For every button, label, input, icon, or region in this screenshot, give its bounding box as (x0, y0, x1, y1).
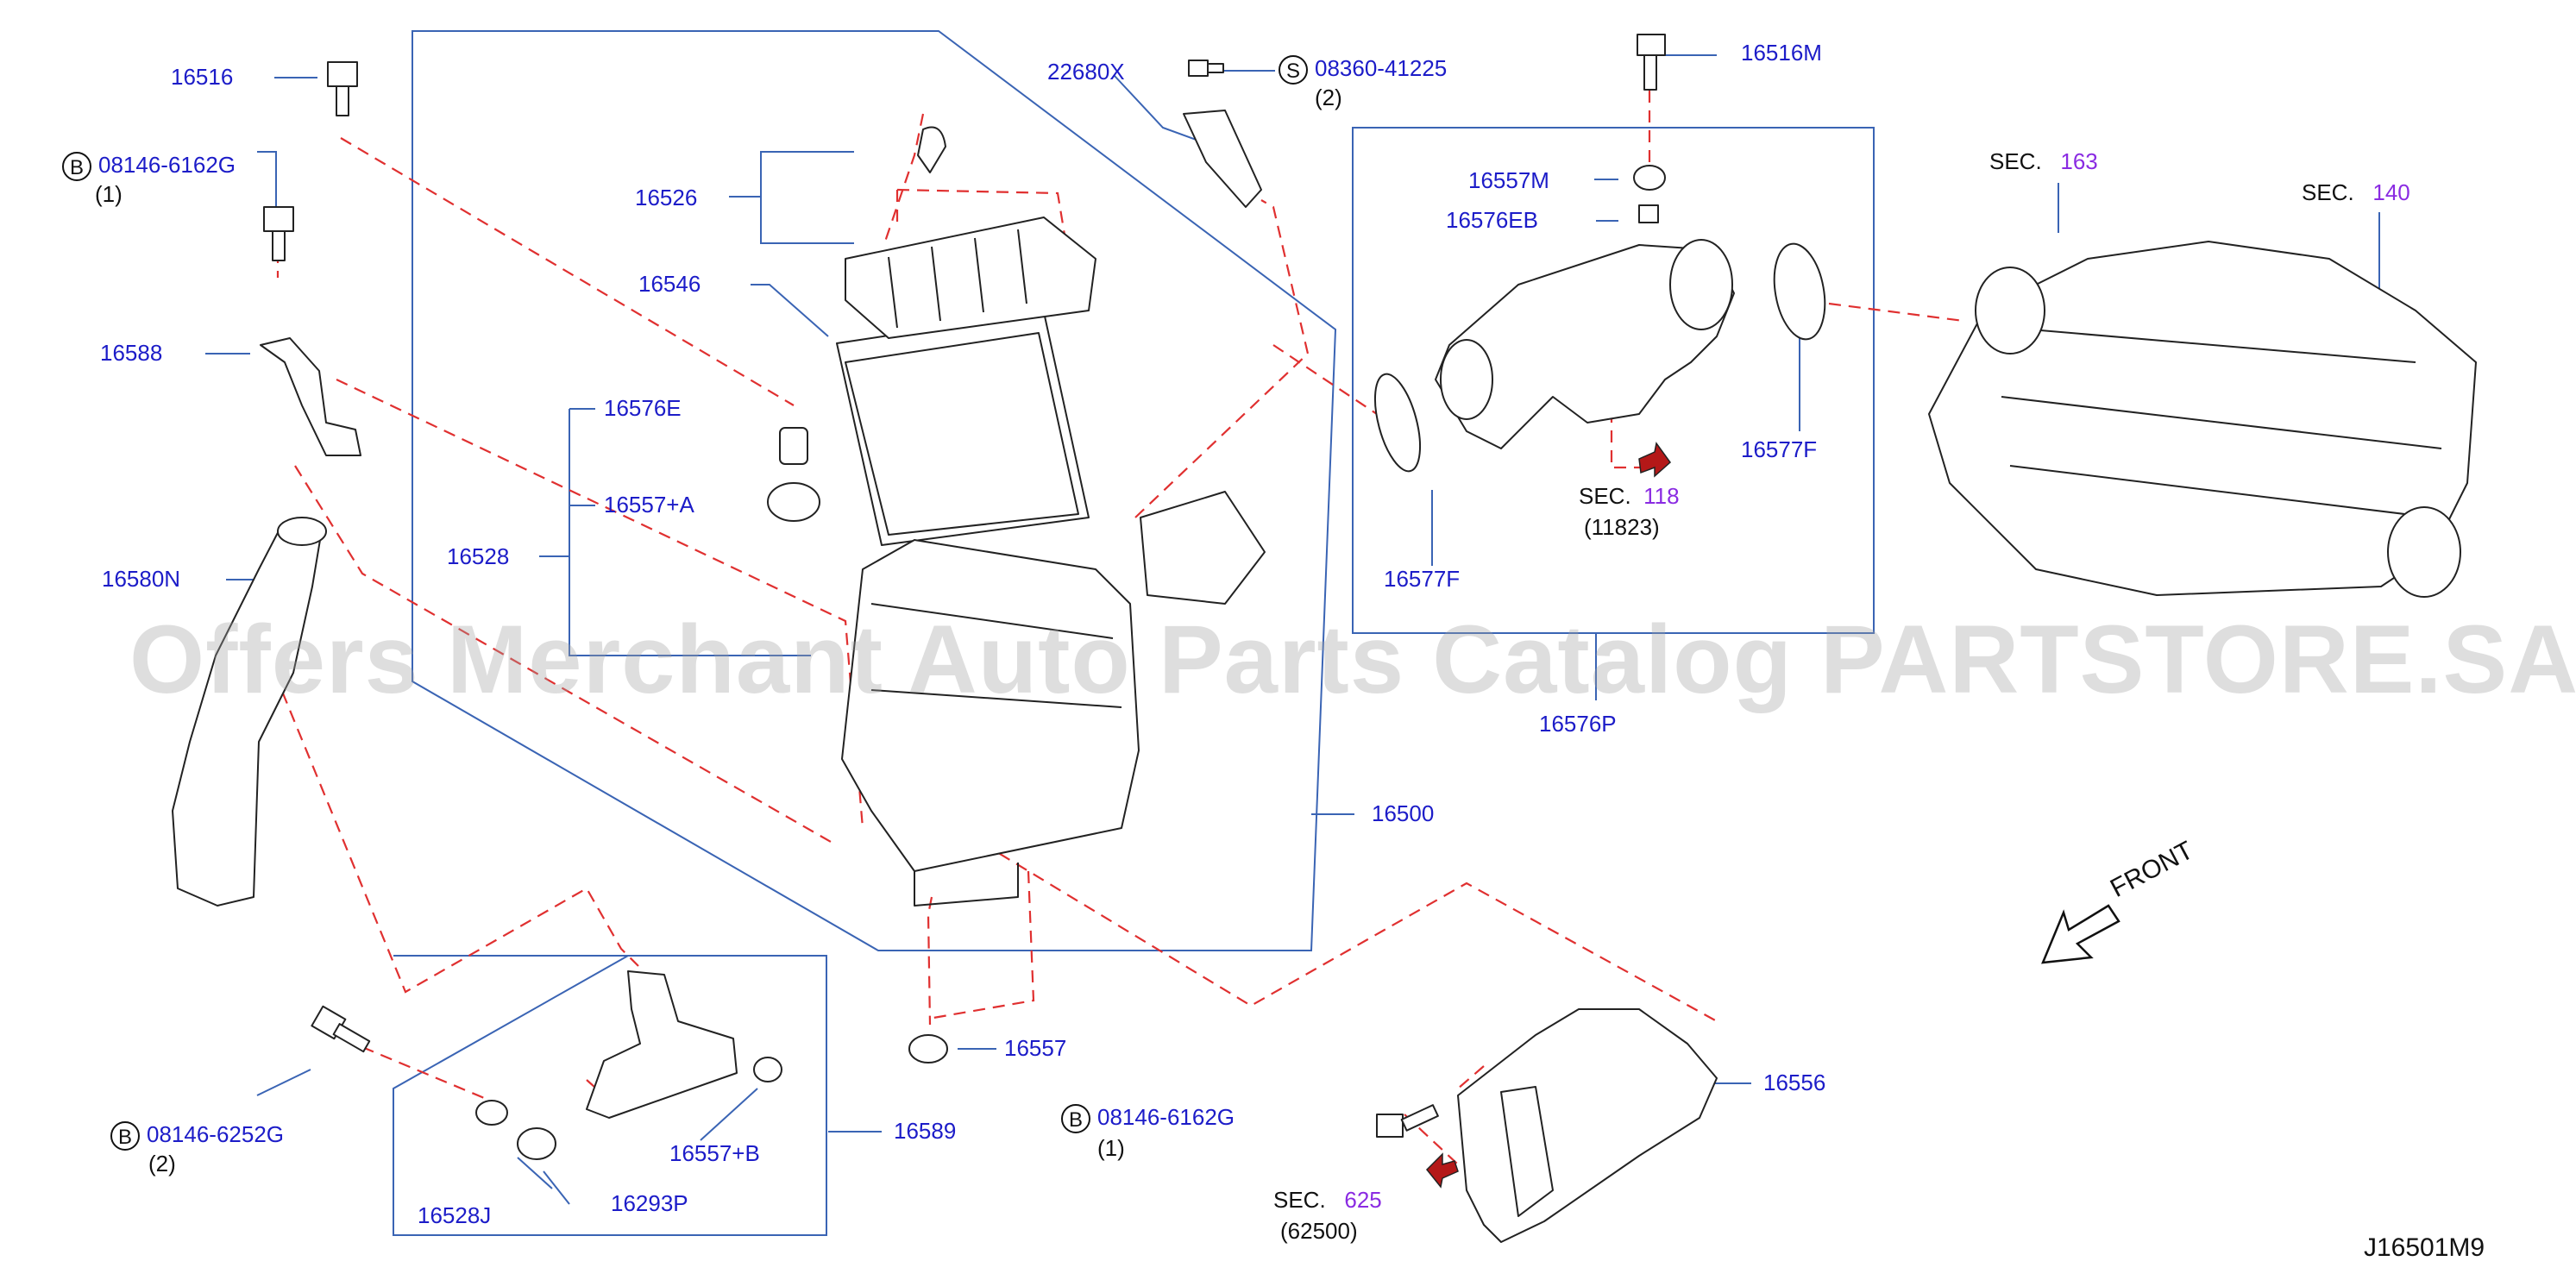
bolt-code-b1: 08146-6162G (98, 152, 236, 178)
grommet-16557M (1633, 165, 1666, 191)
part-label-16580N[interactable]: 16580N (102, 566, 181, 592)
section-ref-118[interactable]: SEC. 118 (1579, 483, 1680, 509)
part-sketches (172, 34, 2477, 1243)
grommet-16557A (767, 482, 820, 522)
bolt-16516M (1637, 34, 1666, 91)
bolt-prefix-b1: B (62, 152, 91, 182)
bolt-08146-6162G-lower (1376, 1104, 1439, 1138)
bolt-prefix-b3: B (1061, 1104, 1090, 1134)
part-label-22680X[interactable]: 22680X (1047, 59, 1125, 85)
grommet-16576E (779, 427, 808, 465)
bolt-prefix-b2: B (110, 1121, 140, 1151)
bolt-qty-b1: (1) (95, 181, 123, 207)
section-ref-140[interactable]: SEC. 140 (2302, 179, 2410, 205)
part-label-16526[interactable]: 16526 (635, 185, 698, 210)
part-label-16556[interactable]: 16556 (1763, 1070, 1826, 1095)
throttle-body-163 (1975, 267, 2045, 355)
section-arrows (1425, 442, 1672, 1189)
duct-16576P-inlet (1440, 339, 1493, 420)
part-label-16516[interactable]: 16516 (171, 64, 234, 90)
bolt-qty-b3: (1) (1097, 1135, 1125, 1161)
bolt-qty-b2: (2) (148, 1151, 176, 1176)
clip-16526 (917, 126, 946, 173)
part-label-16557[interactable]: 16557 (1004, 1035, 1067, 1061)
duct-16556 (1457, 1008, 1718, 1243)
bolt-08146-6252G (311, 1005, 371, 1053)
duct-16580N-mouth (277, 517, 327, 546)
part-label-16516M[interactable]: 16516M (1741, 40, 1822, 66)
cover-16526 (845, 216, 1096, 339)
bolt-code-s1: 08360-41225 (1315, 55, 1448, 81)
part-label-16528J[interactable]: 16528J (418, 1202, 492, 1228)
part-label-16577F-left[interactable]: 16577F (1384, 566, 1461, 592)
grommet-16557 (908, 1034, 948, 1064)
bolt-callout-b1[interactable]: B 08146-6162G (62, 152, 236, 182)
duct-16576P-outlet (1669, 239, 1733, 330)
bolt-08146-6162G (263, 206, 294, 261)
maf-sensor-22680X (1183, 110, 1262, 208)
part-label-16546[interactable]: 16546 (638, 271, 701, 297)
part-label-16576E[interactable]: 16576E (604, 395, 682, 421)
air-duct-16576P (1435, 244, 1735, 449)
part-label-16557B[interactable]: 16557+B (669, 1140, 760, 1166)
part-label-16557A[interactable]: 16557+A (604, 492, 694, 518)
bolt-qty-s1: (2) (1315, 85, 1342, 110)
box-16576P (1352, 127, 1875, 634)
leader-lines (205, 30, 2380, 1236)
arrow-sec118 (1638, 442, 1672, 478)
bracket-16589 (586, 970, 738, 1119)
bolt-code-b2: 08146-6252G (147, 1121, 285, 1147)
screw-08360 (1188, 60, 1224, 77)
section-word-118: SEC. (1579, 483, 1631, 509)
section-num-140: 140 (2372, 179, 2410, 205)
bracket-16588 (260, 337, 361, 456)
collar-16528J (475, 1100, 508, 1126)
section-ref-163[interactable]: SEC. 163 (1989, 148, 2098, 174)
filter-element-16546 (836, 311, 1090, 546)
part-label-16528[interactable]: 16528 (447, 543, 510, 569)
bolt-code-b3: 08146-6162G (1097, 1104, 1235, 1130)
section-sub-118: (11823) (1584, 514, 1660, 540)
section-sub-625: (62500) (1280, 1218, 1358, 1244)
part-label-16557M[interactable]: 16557M (1468, 167, 1549, 193)
part-label-16293P[interactable]: 16293P (611, 1190, 688, 1216)
part-label-16500[interactable]: 16500 (1372, 800, 1435, 826)
collar-16576EB (1638, 204, 1659, 223)
box-16589 (393, 955, 827, 1236)
section-word-625: SEC. (1273, 1187, 1326, 1213)
section-num-118: 118 (1643, 483, 1680, 509)
part-label-16576EB[interactable]: 16576EB (1446, 207, 1538, 233)
clamp-16577F-left (1373, 373, 1422, 473)
box-16500 (412, 30, 1337, 951)
clamp-16577F-right (1773, 242, 1826, 341)
part-label-16588[interactable]: 16588 (100, 340, 163, 366)
section-word-163: SEC. (1989, 148, 2042, 174)
air-cleaner-body-16528 (841, 539, 1140, 872)
grommet-16557B (753, 1057, 782, 1082)
grommet-16293P (517, 1127, 556, 1160)
front-arrow-icon (2041, 904, 2120, 964)
watermark: Offers Merchant Auto Parts Catalog PARTS… (129, 605, 2576, 713)
diagram-code: J16501M9 (2364, 1233, 2485, 1262)
section-num-625: 625 (1344, 1187, 1382, 1213)
throttle-body-right (2387, 506, 2461, 598)
air-cleaner-inlet (1140, 491, 1266, 605)
bolt-callout-b3[interactable]: B 08146-6162G (1061, 1104, 1235, 1134)
section-num-163: 163 (2060, 148, 2098, 174)
part-label-16589[interactable]: 16589 (894, 1118, 957, 1144)
arrow-sec625 (1425, 1152, 1459, 1189)
bolt-callout-b2[interactable]: B 08146-6252G (110, 1121, 284, 1151)
section-word-140: SEC. (2302, 179, 2354, 205)
part-label-16576P[interactable]: 16576P (1539, 711, 1617, 737)
bolt-callout-s1[interactable]: S 08360-41225 (1279, 55, 1447, 85)
part-label-16577F-right[interactable]: 16577F (1741, 436, 1818, 462)
bolt-prefix-s1: S (1279, 55, 1308, 85)
section-ref-625[interactable]: SEC. 625 (1273, 1187, 1382, 1213)
bolt-16516 (327, 61, 358, 116)
